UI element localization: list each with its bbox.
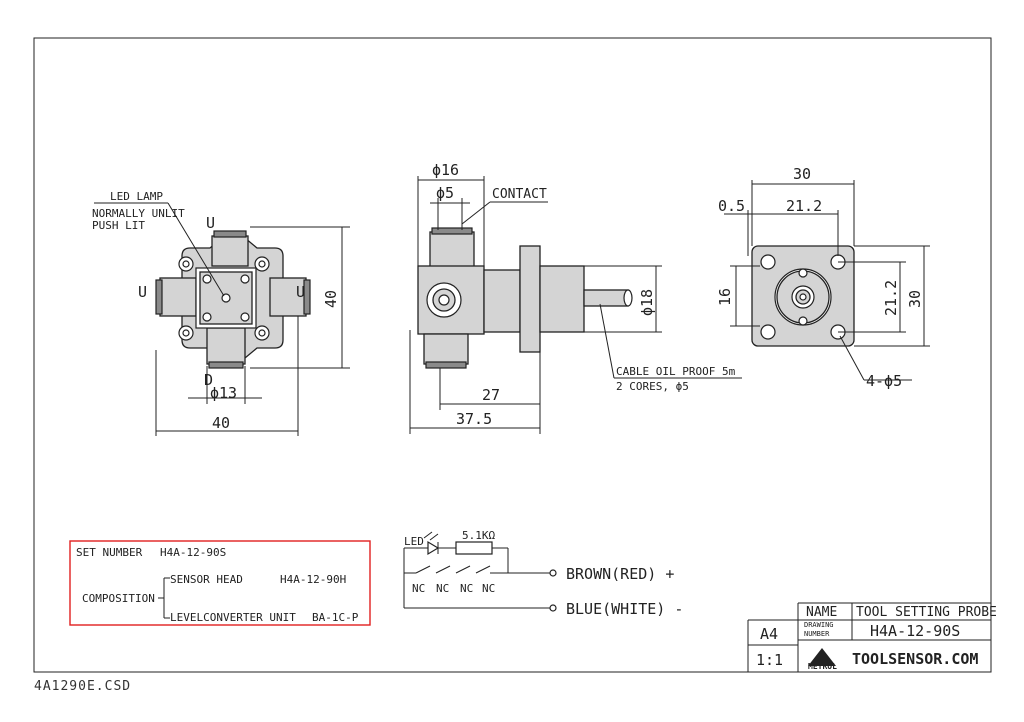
sensor-head-value: H4A-12-90H <box>280 573 346 586</box>
dim-21-2-right: 21.2 <box>882 280 900 316</box>
drawing-number-label-1: DRAWING <box>804 621 834 629</box>
paper-size: A4 <box>760 625 778 643</box>
sheet-border <box>33 37 992 673</box>
nc-label-4: NC <box>482 582 495 595</box>
dim-phi5-contact: ϕ5 <box>436 184 454 202</box>
circuit-diagram: LED 5.1KΩ NC NC NC NC BROWN(RED) + BLUE(… <box>403 529 683 618</box>
led-lamp-label: LED LAMP <box>110 190 163 203</box>
cable-label-line2: 2 CORES, ϕ5 <box>616 380 689 393</box>
nc-label-3: NC <box>460 582 473 595</box>
metrol-logo-text: METROL <box>808 662 837 671</box>
scale: 1:1 <box>756 651 783 669</box>
direction-u-right: U <box>296 283 305 301</box>
converter-value: BA-1C-P <box>312 611 359 624</box>
sensor-head-label: SENSOR HEAD <box>170 573 243 586</box>
name-label: NAME <box>806 605 837 620</box>
drawing-number-value: H4A-12-90S <box>870 622 960 640</box>
led-symbol-label: LED <box>404 535 424 548</box>
dim-30-right: 30 <box>906 290 924 308</box>
set-number-value: H4A-12-90S <box>160 546 226 559</box>
dim-21-2-top: 21.2 <box>786 197 822 215</box>
title-block: NAME TOOL SETTING PROBE DRAWING NUMBER H… <box>747 602 997 672</box>
resistor-label: 5.1KΩ <box>462 529 495 542</box>
normally-unlit-label: NORMALLY UNLIT <box>92 207 185 220</box>
metrol-logo-icon <box>808 648 836 666</box>
converter-label: LEVELCONVERTER UNIT <box>170 611 296 624</box>
cable-label-line1: CABLE OIL PROOF 5m <box>616 365 736 378</box>
dim-30-top: 30 <box>793 165 811 183</box>
composition-label: COMPOSITION <box>82 592 155 605</box>
file-name: 4A1290E.CSD <box>34 679 132 694</box>
dim-phi18: ϕ18 <box>638 289 656 316</box>
direction-d: D <box>204 371 213 389</box>
direction-u-top: U <box>206 214 215 232</box>
brand-text: TOOLSENSOR.COM <box>852 650 978 668</box>
side-view: ϕ16 ϕ5 CONTACT ϕ18 CABLE OIL PROOF 5m 2 … <box>409 161 742 434</box>
back-view: 30 0.5 21.2 16 21.2 30 4-ϕ5 <box>716 165 930 390</box>
blue-wire-label: BLUE(WHITE) - <box>566 600 683 618</box>
nc-label-1: NC <box>412 582 425 595</box>
dim-37-5: 37.5 <box>456 410 492 428</box>
dim-phi13: ϕ13 <box>210 384 237 402</box>
dim-front-width: 40 <box>212 414 230 432</box>
direction-u-left: U <box>138 283 147 301</box>
dim-16: 16 <box>716 288 734 306</box>
set-number-label: SET NUMBER <box>76 546 143 559</box>
set-number-box: SET NUMBER H4A-12-90S COMPOSITION SENSOR… <box>69 540 371 626</box>
dim-front-height: 40 <box>322 290 340 308</box>
holes-label: 4-ϕ5 <box>866 372 902 390</box>
dim-27: 27 <box>482 386 500 404</box>
push-lit-label: PUSH LIT <box>92 219 145 232</box>
front-view: LED LAMP NORMALLY UNLIT PUSH LIT U U U D… <box>92 190 350 436</box>
dim-phi16: ϕ16 <box>432 161 459 179</box>
brown-wire-label: BROWN(RED) + <box>566 565 674 583</box>
drawing-number-label-2: NUMBER <box>804 630 830 638</box>
nc-label-2: NC <box>436 582 449 595</box>
name-value: TOOL SETTING PROBE <box>856 605 997 620</box>
contact-label: CONTACT <box>492 187 547 202</box>
dim-0-5: 0.5 <box>718 197 745 215</box>
